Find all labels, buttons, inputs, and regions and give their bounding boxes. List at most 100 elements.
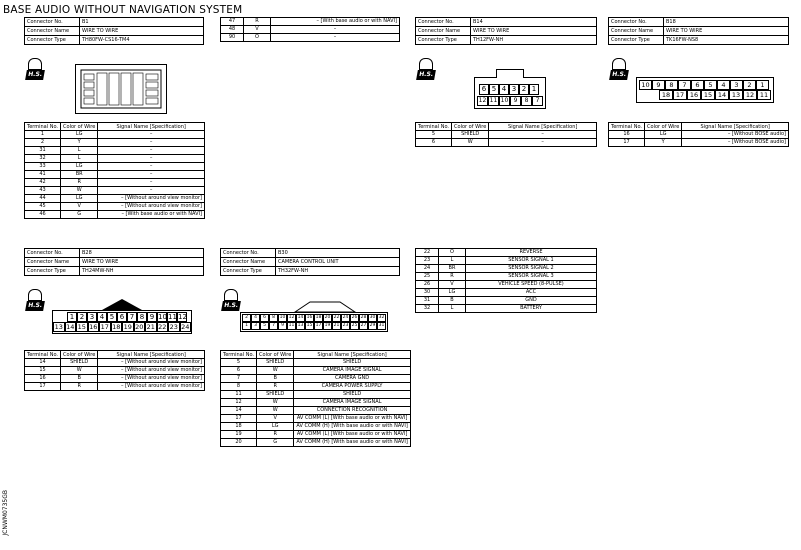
terminal-no-cell: 42 <box>23 178 62 187</box>
wire-color-cell: V <box>243 25 271 34</box>
terminal-no-cell: 48 <box>220 25 244 34</box>
wire-color-cell: BR <box>60 170 99 179</box>
signal-name-cell: – [Without BOSE audio] <box>681 138 789 147</box>
wire-color-cell: R <box>438 272 466 281</box>
signal-name-cell: CAMERA IMAGE SIGNAL <box>293 398 411 407</box>
connector-pin: 20 <box>133 322 145 332</box>
connector-pin: 12 <box>477 96 488 106</box>
connector-pin: 19 <box>122 322 134 332</box>
terminal-no-cell: 11 <box>219 390 258 399</box>
wire-color-cell: V <box>438 280 466 289</box>
connector-pin: 3 <box>251 322 260 330</box>
connector-pin: 31 <box>377 322 386 330</box>
terminal-no-cell: 15 <box>23 366 62 375</box>
connector-pin: 23 <box>341 322 350 330</box>
connector-pin: 13 <box>296 322 305 330</box>
connector-pin: 2 <box>743 80 756 90</box>
connector-pin: 15 <box>305 322 314 330</box>
terminal-no-cell: 12 <box>219 398 258 407</box>
hs-icon: H.S. <box>25 58 45 80</box>
terminal-no-cell: 20 <box>219 438 258 447</box>
wire-color-cell: R <box>60 178 99 187</box>
connector-pin: 15 <box>701 90 715 100</box>
connector-pin: 14 <box>64 322 76 332</box>
wire-color-cell: G <box>256 438 295 447</box>
wire-color-cell: L <box>438 304 466 313</box>
wire-color-cell: Y <box>644 138 683 147</box>
connector-pin: 29 <box>368 322 377 330</box>
terminal-no-cell: 31 <box>415 296 439 305</box>
signal-name-cell: CAMERA POWER SUPPLY <box>293 382 411 391</box>
terminal-no-cell: 43 <box>23 186 62 195</box>
connector-pin: 3 <box>87 312 97 322</box>
connector-pin: 21 <box>332 322 341 330</box>
signal-name-cell: AV COMM (H) [With base audio or with NAV… <box>293 438 411 447</box>
wire-color-cell: B <box>60 374 99 383</box>
wire-color-cell: LG <box>60 130 99 139</box>
wire-color-cell: O <box>243 33 271 42</box>
connector-pin: 2 <box>519 84 529 95</box>
connector-pin: 12 <box>287 314 296 322</box>
terminal-no-cell: 45 <box>23 202 62 211</box>
signal-name-cell: – <box>270 33 400 42</box>
connector-pin: 11 <box>757 90 771 100</box>
terminal-no-cell: 18 <box>219 422 258 431</box>
terminal-no-cell: 32 <box>23 154 62 163</box>
terminal-no-cell: 6 <box>219 366 258 375</box>
terminal-no-cell: 16 <box>23 374 62 383</box>
connector-pin: 22 <box>156 322 168 332</box>
signal-name-cell: – [With base audio or with NAVI] <box>270 17 400 26</box>
signal-name-cell: – <box>97 186 205 195</box>
wire-color-cell: SHIELD <box>256 390 295 399</box>
connector-pin: 4 <box>499 84 509 95</box>
signal-name-cell: – [Without around view monitor] <box>97 382 205 391</box>
connector-pin: 10 <box>278 314 287 322</box>
terminal-no-cell: 30 <box>415 288 439 297</box>
connector-pin: 18 <box>659 90 673 100</box>
connector-pin: 13 <box>729 90 743 100</box>
terminal-no-cell: 32 <box>415 304 439 313</box>
signal-name-cell: – <box>488 138 597 147</box>
connector-pin: 25 <box>350 322 359 330</box>
signal-name-cell: – <box>97 178 205 187</box>
connector-pin: 19 <box>323 322 332 330</box>
connector-pin: 23 <box>168 322 180 332</box>
connector-pin: 16 <box>87 322 99 332</box>
terminal-no-cell: 17 <box>23 382 62 391</box>
connector-pin: 10 <box>157 312 167 322</box>
wire-color-cell: LG <box>438 288 466 297</box>
terminal-no-cell: 26 <box>415 280 439 289</box>
connector-pin: 5 <box>107 312 117 322</box>
hs-icon: H.S. <box>221 289 241 311</box>
connector-pin: 6 <box>691 80 704 90</box>
terminal-no-cell: 90 <box>220 33 244 42</box>
signal-name-cell: VEHICLE SPEED (8-PULSE) <box>465 280 597 289</box>
terminal-no-cell: 6 <box>414 138 453 147</box>
terminal-no-cell: 31 <box>23 146 62 155</box>
connector-pin: 32 <box>377 314 386 322</box>
signal-name-cell: – [Without around view monitor] <box>97 374 205 383</box>
connector-pin: 4 <box>717 80 730 90</box>
connector-pin: 1 <box>67 312 77 322</box>
